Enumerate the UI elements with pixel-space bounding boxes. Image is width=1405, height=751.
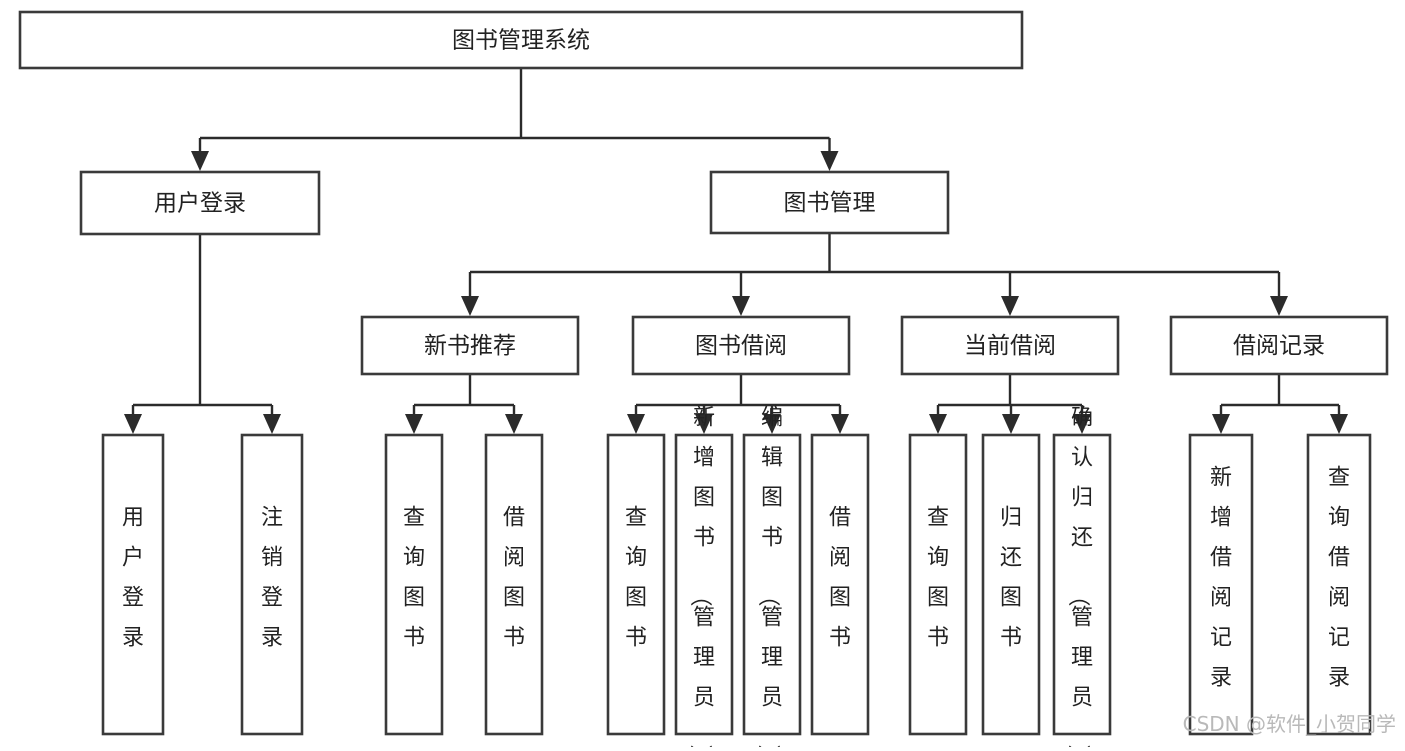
arrow-head [263, 414, 281, 434]
node-leaf-borrow-book[interactable]: 借阅图书 [810, 433, 870, 736]
node-box-leaf-query-book-rec[interactable] [384, 433, 444, 736]
node-label-borrow-records: 借阅记录 [1233, 333, 1325, 359]
node-book-management[interactable]: 图书管理 [709, 170, 950, 235]
node-leaf-add-record[interactable]: 新增借阅记录 [1188, 433, 1254, 736]
node-box-book-management[interactable] [709, 170, 950, 235]
node-leaf-query-book-cur[interactable]: 查询图书 [908, 433, 968, 736]
node-box-borrow-records[interactable] [1169, 315, 1389, 376]
node-label-leaf-borrow-book: 借阅图书 [829, 506, 851, 651]
arrow-head [732, 296, 750, 316]
node-box-leaf-query-book-cur[interactable] [908, 433, 968, 736]
conn-root-to-level1 [191, 68, 839, 171]
node-box-current-borrow[interactable] [900, 315, 1120, 376]
node-leaf-query-book-borrow[interactable]: 查询图书 [606, 433, 666, 736]
arrow-head [831, 414, 849, 434]
node-box-leaf-query-book-borrow[interactable] [606, 433, 666, 736]
node-label-leaf-borrow-book-rec: 借阅图书 [503, 506, 525, 651]
arrow-head [1330, 414, 1348, 434]
node-box-user-login[interactable] [79, 170, 321, 236]
node-new-book-recommend[interactable]: 新书推荐 [360, 315, 580, 376]
conn-records-to-leaves [1212, 374, 1348, 434]
node-current-borrow[interactable]: 当前借阅 [900, 315, 1120, 376]
conn-curborrow-to-leaves [929, 374, 1091, 434]
node-leaf-add-book[interactable]: 新增图书（管理员） [674, 406, 734, 751]
node-box-root[interactable] [18, 10, 1024, 70]
node-label-book-management: 图书管理 [784, 190, 876, 216]
node-layer: 图书管理系统用户登录图书管理新书推荐图书借阅当前借阅借阅记录用户登录注销登录查询… [18, 10, 1389, 751]
arrow-head [763, 414, 781, 434]
arrow-head [505, 414, 523, 434]
node-box-leaf-logout[interactable] [240, 433, 304, 736]
node-label-leaf-user-login: 用户登录 [122, 506, 144, 651]
node-label-leaf-return-book: 归还图书 [1000, 506, 1022, 651]
node-box-leaf-confirm-return[interactable] [1052, 433, 1112, 736]
arrow-head [1270, 296, 1288, 316]
node-box-leaf-query-record[interactable] [1306, 433, 1372, 736]
node-label-leaf-add-record: 新增借阅记录 [1210, 466, 1232, 691]
node-root[interactable]: 图书管理系统 [18, 10, 1024, 70]
node-book-borrow[interactable]: 图书借阅 [631, 315, 851, 376]
node-label-leaf-logout: 注销登录 [261, 506, 283, 651]
node-label-new-book-recommend: 新书推荐 [424, 333, 516, 359]
arrow-head [1001, 296, 1019, 316]
node-label-user-login: 用户登录 [154, 191, 246, 217]
node-leaf-logout[interactable]: 注销登录 [240, 433, 304, 736]
node-leaf-query-book-rec[interactable]: 查询图书 [384, 433, 444, 736]
node-label-leaf-query-book-rec: 查询图书 [403, 506, 425, 651]
node-leaf-query-record[interactable]: 查询借阅记录 [1306, 433, 1372, 736]
arrow-head [1073, 414, 1091, 434]
conn-bookmgmt-to-level2 [461, 233, 1288, 316]
node-box-book-borrow[interactable] [631, 315, 851, 376]
arrow-head [461, 296, 479, 316]
node-leaf-confirm-return[interactable]: 确认归还（管理员） [1052, 406, 1112, 751]
arrow-head [405, 414, 423, 434]
node-label-current-borrow: 当前借阅 [964, 333, 1056, 359]
node-box-leaf-add-record[interactable] [1188, 433, 1254, 736]
arrow-head [124, 414, 142, 434]
node-box-new-book-recommend[interactable] [360, 315, 580, 376]
node-leaf-user-login[interactable]: 用户登录 [101, 433, 165, 736]
csdn-watermark: CSDN @软件_小贺同学 [1183, 712, 1396, 736]
node-box-leaf-return-book[interactable] [981, 433, 1041, 736]
arrow-head [695, 414, 713, 434]
node-label-leaf-edit-book: 编辑图书（管理员） [755, 406, 783, 748]
node-borrow-records[interactable]: 借阅记录 [1169, 315, 1389, 376]
node-label-root: 图书管理系统 [452, 28, 590, 54]
connector-layer [124, 68, 1348, 434]
node-box-leaf-edit-book[interactable] [742, 433, 802, 736]
node-leaf-borrow-book-rec[interactable]: 借阅图书 [484, 433, 544, 736]
node-leaf-return-book[interactable]: 归还图书 [981, 433, 1041, 736]
arrow-head [191, 151, 209, 171]
node-label-leaf-query-book-borrow: 查询图书 [625, 506, 647, 651]
conn-userlogin-to-leaves [124, 234, 281, 434]
conn-newbook-to-leaves [405, 374, 523, 434]
node-box-leaf-user-login[interactable] [101, 433, 165, 736]
arrow-head [820, 151, 839, 171]
node-box-leaf-borrow-book[interactable] [810, 433, 870, 736]
node-box-leaf-add-book[interactable] [674, 433, 734, 736]
node-leaf-edit-book[interactable]: 编辑图书（管理员） [742, 406, 802, 751]
arrow-head [627, 414, 645, 434]
conn-bookborrow-to-leaves [627, 374, 849, 434]
node-user-login[interactable]: 用户登录 [79, 170, 321, 236]
node-label-leaf-query-record: 查询借阅记录 [1328, 466, 1350, 691]
arrow-head [1002, 414, 1020, 434]
arrow-head [929, 414, 947, 434]
node-label-leaf-add-book: 新增图书（管理员） [687, 406, 715, 748]
node-label-leaf-query-book-cur: 查询图书 [927, 506, 949, 651]
node-label-book-borrow: 图书借阅 [695, 333, 787, 359]
arrow-head [1212, 414, 1230, 434]
node-box-leaf-borrow-book-rec[interactable] [484, 433, 544, 736]
